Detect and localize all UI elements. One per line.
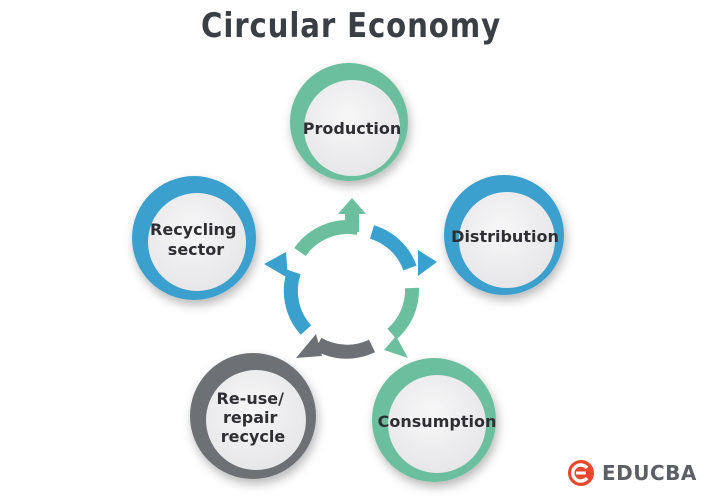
node-production-label: Production [303,119,401,138]
cycle-segment-consumption [387,287,420,340]
educba-logo-text: EDUCBA [602,461,697,485]
arrow-stem-production [345,212,359,232]
node-recycling-line-2: sector [168,240,225,259]
cycle-segment-recycling [283,269,312,335]
page-title: Circular Economy [200,6,501,46]
cycle-segment-reuse [314,337,376,359]
node-consumption-line-1: Consumption [378,412,497,431]
educba-logo-icon [568,460,594,486]
node-recycling-inner [148,193,246,291]
node-distribution-line-1: Distribution [451,227,559,246]
node-reuse-line-1: Re-use/ [217,389,285,408]
node-consumption-label: Consumption [378,412,497,431]
node-distribution: Distribution [444,175,564,295]
node-reuse-inner [206,370,306,470]
node-recycling-line-1: Recycling [150,220,236,239]
node-reuse-line-3: recycle [221,427,286,446]
node-production-inner [304,80,400,176]
node-recycling-label: Recycling sector [150,220,242,259]
node-production: Production [290,63,408,181]
node-production-line-1: Production [303,119,401,138]
node-distribution-label: Distribution [451,227,559,246]
cycle-segment-distribution [369,225,417,271]
educba-logo: EDUCBA [566,456,697,490]
node-consumption: Consumption [372,358,496,482]
center-hub [306,240,402,336]
arrow-to-reuse [296,334,322,358]
node-consumption-inner [388,375,486,473]
node-recycling: Recycling sector [132,176,256,300]
arrow-to-distribution [418,250,437,276]
node-reuse-label: Re-use/ repair recycle [217,389,290,446]
arrow-to-recycling [264,252,288,278]
arrow-to-consumption [384,336,408,358]
node-distribution-inner [459,192,555,288]
arrow-to-production [338,198,366,214]
node-reuse: Re-use/ repair recycle [190,353,316,479]
node-reuse-line-2: repair [223,408,277,427]
center-cycle [264,198,437,359]
